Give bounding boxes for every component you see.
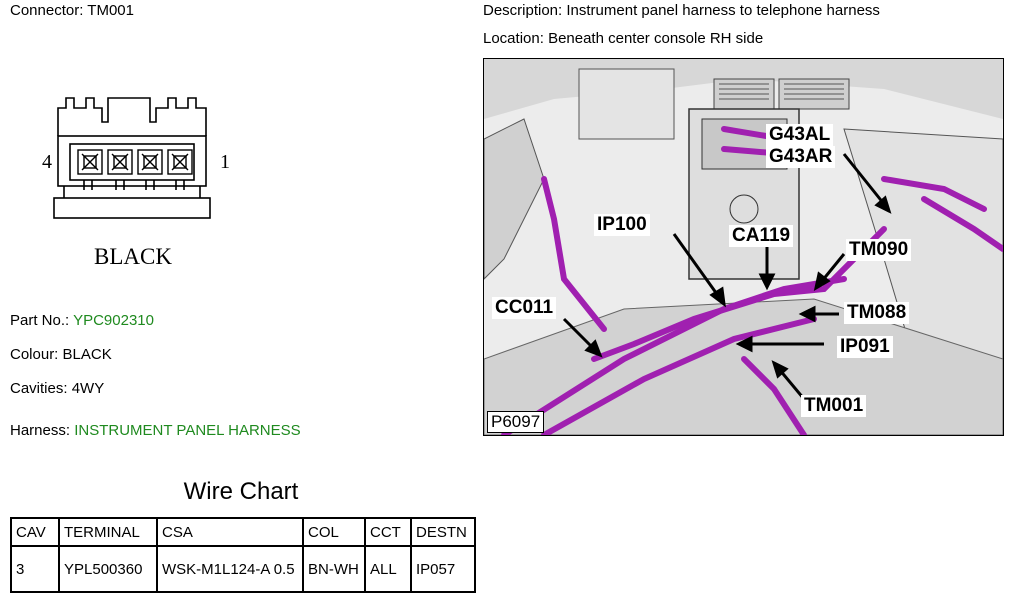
col-header-destn: DESTN [410, 517, 476, 547]
cell-cav: 3 [10, 545, 60, 593]
callout-g43ar: G43AR [766, 146, 836, 168]
cell-destn: IP057 [410, 545, 476, 593]
pin-1-label: 1 [220, 151, 230, 173]
harness-field: Harness: INSTRUMENT PANEL HARNESS [10, 422, 301, 439]
wire-chart-header-row: CAV TERMINAL CSA COL CCT DESTN [10, 517, 476, 547]
callout-ca119: CA119 [729, 225, 794, 247]
part-number-link[interactable]: YPC902310 [73, 312, 154, 329]
cell-terminal: YPL500360 [58, 545, 158, 593]
part-number: Part No.: YPC902310 [10, 312, 154, 329]
wire-chart-title: Wire Chart [183, 478, 299, 505]
cavity-group [77, 149, 193, 175]
colour-field: Colour: BLACK [10, 346, 112, 363]
col-header-cct: CCT [364, 517, 412, 547]
connector-face-diagram: 4 1 BLACK [42, 97, 230, 269]
harness-link[interactable]: INSTRUMENT PANEL HARNESS [74, 422, 301, 439]
callout-tm001: TM001 [801, 395, 867, 417]
callout-ip091: IP091 [837, 336, 893, 358]
pin-4-label: 4 [42, 151, 52, 173]
col-header-csa: CSA [156, 517, 304, 547]
photo-illustration [484, 59, 1003, 435]
location-field: Location: Beneath center console RH side [483, 30, 764, 47]
col-header-cav: CAV [10, 517, 60, 547]
callout-tm088: TM088 [844, 302, 910, 324]
callout-tm090: TM090 [846, 239, 912, 261]
callout-cc011: CC011 [492, 297, 557, 319]
col-header-terminal: TERMINAL [58, 517, 158, 547]
description-field: Description: Instrument panel harness to… [483, 2, 880, 19]
photo-reference-id: P6097 [487, 411, 545, 433]
callout-ip100: IP100 [594, 214, 650, 236]
cavities-field: Cavities: 4WY [10, 380, 105, 397]
cell-col: BN-WH [302, 545, 366, 593]
col-header-col: COL [302, 517, 366, 547]
cell-csa: WSK-M1L124-A 0.5 [156, 545, 304, 593]
location-photo: G43AL G43AR IP100 CA119 TM090 CC011 TM08… [483, 58, 1004, 436]
cell-cct: ALL [364, 545, 412, 593]
connector-label: Connector: TM001 [10, 2, 134, 19]
callout-g43al: G43AL [766, 124, 834, 146]
wire-chart-table: CAV TERMINAL CSA COL CCT DESTN 3 YPL5003… [10, 517, 476, 593]
connector-id: TM001 [87, 2, 134, 19]
diagram-colour-label: BLACK [94, 244, 172, 269]
callout-arrows [562, 153, 892, 400]
table-row: 3 YPL500360 WSK-M1L124-A 0.5 BN-WH ALL I… [10, 545, 476, 593]
